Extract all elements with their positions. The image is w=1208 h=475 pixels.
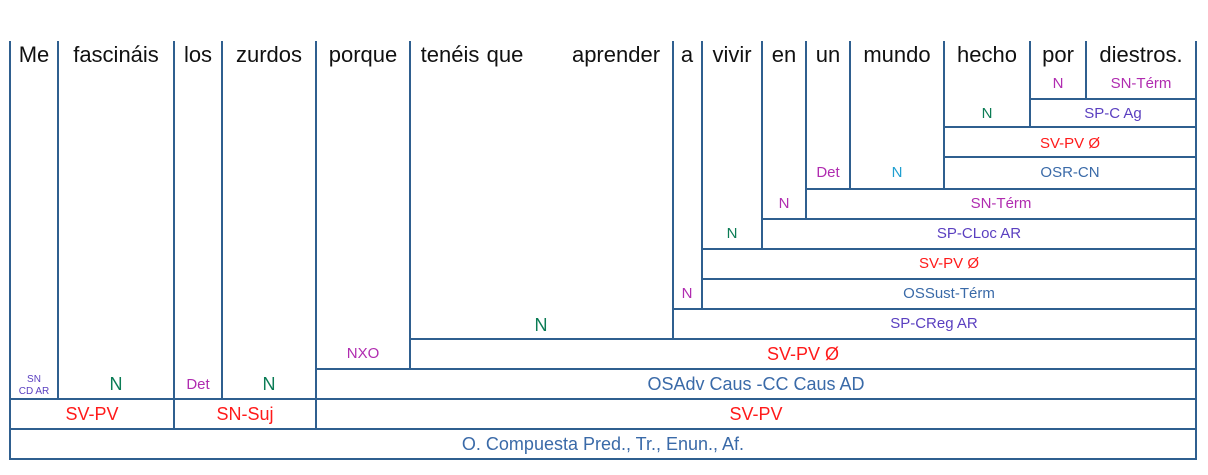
- horizontal-rules: [9, 98, 1197, 460]
- label-sv-pv-vivir: SV-PV Ø: [919, 255, 979, 272]
- word-hecho: hecho: [957, 42, 1017, 67]
- label-los-det: Det: [186, 376, 210, 393]
- word-zurdos: zurdos: [236, 42, 302, 67]
- label-fascináis-n: N: [110, 374, 123, 394]
- label-en-n: N: [779, 195, 790, 212]
- word-porque: porque: [329, 42, 398, 67]
- word-que: que: [487, 42, 524, 67]
- label-sp-c-ag: SP-C Ag: [1084, 105, 1142, 122]
- label-sv-pv-main: SV-PV: [65, 404, 118, 424]
- label-me-cd-ar: CD AR: [19, 386, 50, 397]
- vertical-rules: [9, 41, 1197, 460]
- label-hecho-n: N: [982, 105, 993, 122]
- label-tenéis-n: N: [535, 315, 548, 335]
- word-en: en: [772, 42, 796, 67]
- word-los: los: [184, 42, 212, 67]
- word-tenéis: tenéis: [421, 42, 480, 67]
- label-por-n: N: [1053, 75, 1064, 92]
- label-sp-cloc-ar: SP-CLoc AR: [937, 225, 1021, 242]
- label-a-n: N: [682, 285, 693, 302]
- label-sp-creg-ar: SP-CReg AR: [890, 315, 978, 332]
- label-diestros-sn-term: SN-Térm: [1111, 75, 1172, 92]
- label-o-compuesta: O. Compuesta Pred., Tr., Enun., Af.: [462, 434, 744, 454]
- word-mundo: mundo: [863, 42, 930, 67]
- label-zurdos-n: N: [263, 374, 276, 394]
- label-osadv-caus: OSAdv Caus -CC Caus AD: [647, 374, 864, 394]
- label-vivir-n: N: [727, 225, 738, 242]
- analysis-labels: N SN-Térm N SP-C Ag SV-PV Ø Det N OSR-CN…: [19, 75, 1172, 454]
- label-sv-pv-sub: SV-PV: [729, 404, 782, 424]
- label-sv-pv-hecho: SV-PV Ø: [1040, 135, 1100, 152]
- label-sn-term: SN-Térm: [971, 195, 1032, 212]
- label-sv-pv-tenéis: SV-PV Ø: [767, 344, 839, 364]
- label-ossust-term: OSSust-Térm: [903, 285, 995, 302]
- sentence-words: Me fascináis los zurdos porque tenéis qu…: [19, 42, 1183, 67]
- label-un-det: Det: [816, 164, 840, 181]
- word-me: Me: [19, 42, 50, 67]
- label-sn-suj: SN-Suj: [216, 404, 273, 424]
- label-me-sn: SN: [27, 374, 41, 385]
- word-a: a: [681, 42, 694, 67]
- word-aprender: aprender: [572, 42, 660, 67]
- label-osr-cn: OSR-CN: [1040, 164, 1099, 181]
- label-porque-nxo: NXO: [347, 345, 380, 362]
- word-vivir: vivir: [712, 42, 751, 67]
- word-por: por: [1042, 42, 1074, 67]
- word-un: un: [816, 42, 840, 67]
- word-fascináis: fascináis: [73, 42, 159, 67]
- label-mundo-n: N: [892, 164, 903, 181]
- word-diestros: diestros.: [1099, 42, 1182, 67]
